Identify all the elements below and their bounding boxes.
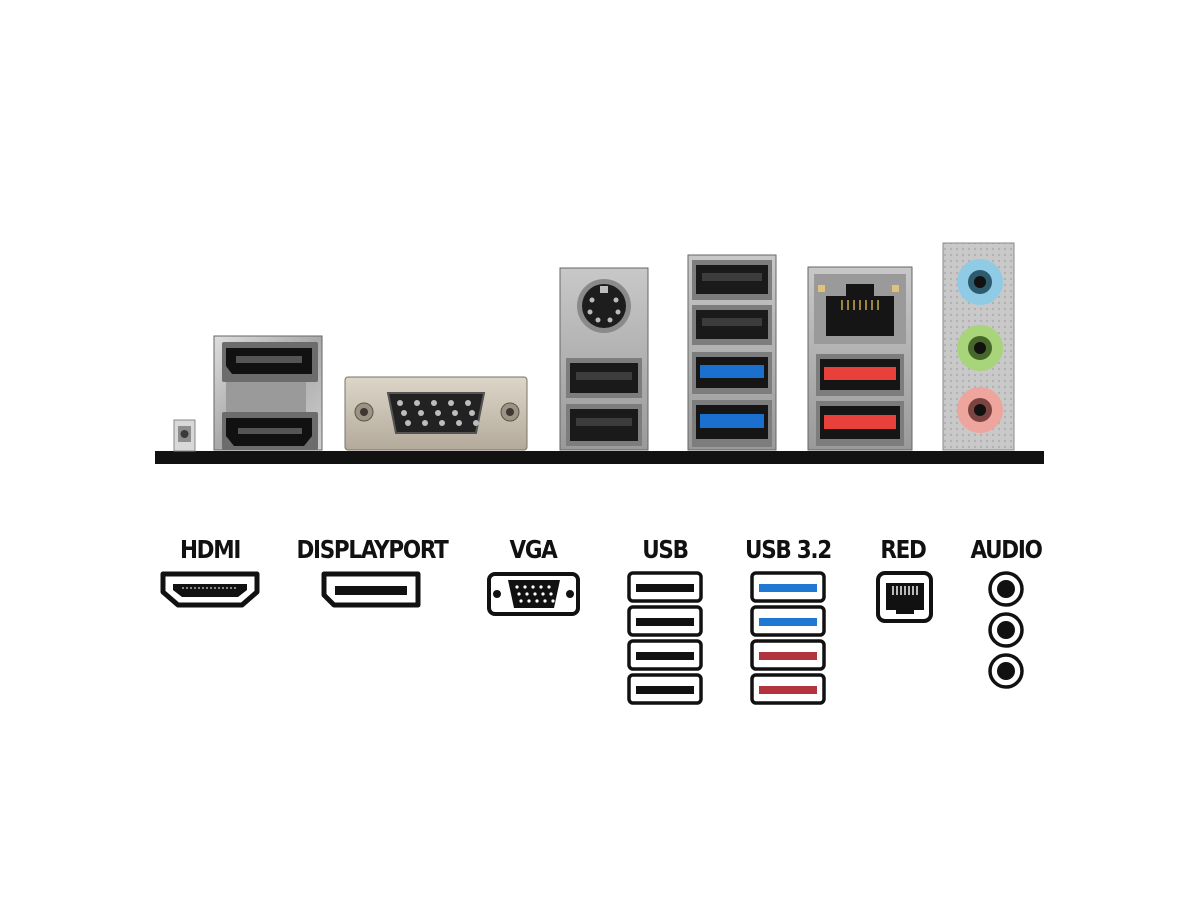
displayport-hdmi-stack bbox=[213, 335, 323, 451]
usb32-port-icon bbox=[750, 673, 826, 705]
panel-base-bar bbox=[155, 451, 1044, 464]
legend-label-displayport: DISPLAYPORT bbox=[296, 535, 448, 564]
clear-cmos-button bbox=[173, 419, 196, 452]
legend-label-usb: USB bbox=[642, 535, 689, 564]
audio-jack-icon bbox=[988, 571, 1024, 607]
audio-jack-stack bbox=[942, 242, 1015, 451]
vga-port bbox=[344, 376, 528, 451]
usb-port-icon-group bbox=[627, 571, 703, 705]
usb32-port-icon-group bbox=[750, 571, 826, 705]
hdmi-port-icon bbox=[160, 571, 260, 608]
usb-four-stack bbox=[687, 254, 777, 451]
ps2-port bbox=[577, 279, 631, 333]
legend-label-vga: VGA bbox=[509, 535, 557, 564]
audio-line-in-jack bbox=[957, 259, 1003, 305]
usb32-blue-port bbox=[692, 352, 772, 394]
usb32-blue-port bbox=[692, 400, 772, 447]
usb2-port bbox=[692, 260, 772, 300]
legend-label-red: RED bbox=[880, 535, 927, 564]
usb-port-icon bbox=[627, 605, 703, 637]
legend-label-hdmi: HDMI bbox=[179, 535, 241, 564]
usb32-port-icon bbox=[750, 605, 826, 637]
rj45-ethernet-icon bbox=[876, 571, 933, 623]
usb32-port-icon bbox=[750, 571, 826, 603]
usb2-port bbox=[692, 305, 772, 345]
usb-port-icon bbox=[627, 571, 703, 603]
displayport-port-icon bbox=[321, 571, 421, 608]
usb32-port-icon bbox=[750, 639, 826, 671]
usb32-red-port bbox=[816, 401, 904, 446]
legend-label-audio: AUDIO bbox=[970, 535, 1042, 564]
audio-jack-icon bbox=[988, 653, 1024, 689]
legend-label-usb32: USB 3.2 bbox=[745, 535, 832, 564]
audio-line-out-jack bbox=[957, 325, 1003, 371]
usb32-red-port bbox=[816, 354, 904, 396]
usb2-port bbox=[566, 358, 642, 398]
usb-port-icon bbox=[627, 639, 703, 671]
ps2-usb-stack bbox=[559, 267, 649, 451]
usb-port-icon bbox=[627, 673, 703, 705]
vga-port-icon bbox=[487, 572, 580, 616]
audio-jack-icon bbox=[988, 612, 1024, 648]
audio-mic-jack bbox=[957, 387, 1003, 433]
usb2-port bbox=[566, 404, 642, 446]
rj45-port bbox=[814, 274, 906, 344]
audio-jack-icon-group bbox=[988, 571, 1024, 689]
lan-usb-stack bbox=[807, 266, 913, 451]
